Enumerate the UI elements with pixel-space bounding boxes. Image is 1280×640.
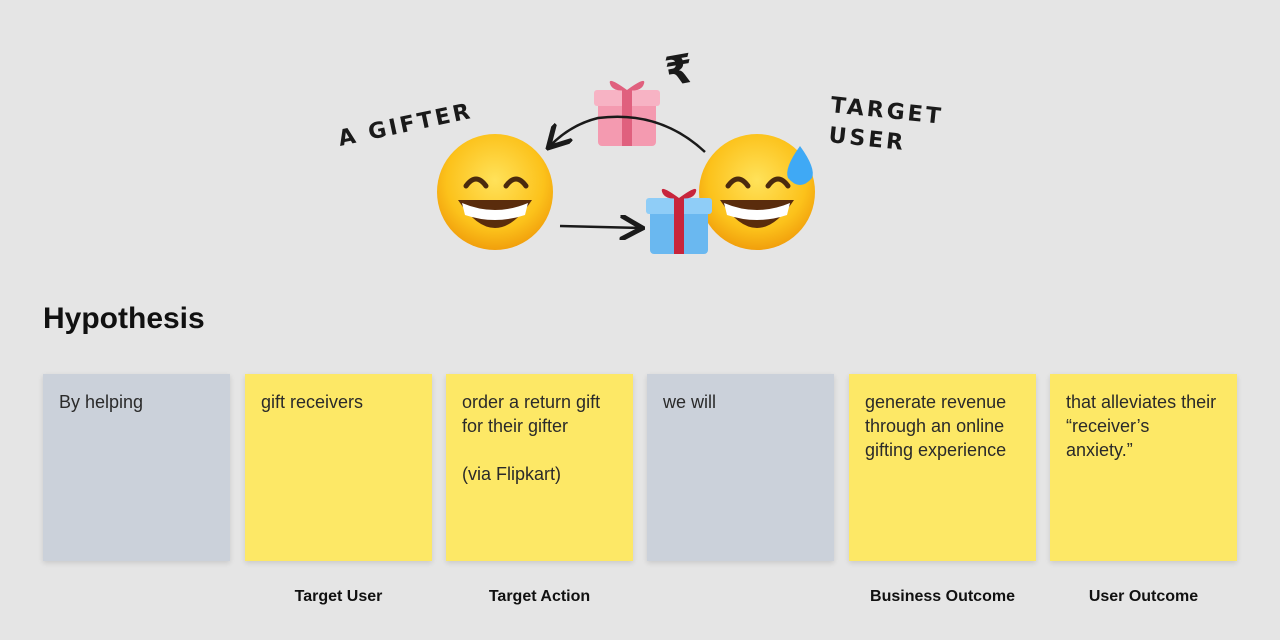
caption-user-outcome: User Outcome <box>1088 588 1199 605</box>
caption-business-outcome: Business Outcome <box>870 588 1015 605</box>
sticky-note-we-will: we will <box>647 374 834 561</box>
pink-gift-icon <box>594 80 660 146</box>
gift-arrow <box>559 226 640 228</box>
sticky-note-target-user: gift receivers <box>245 374 432 561</box>
caption-target-action: Target Action <box>488 588 591 605</box>
sticky-note-user-outcome: that alleviates their “receiver’s anxiet… <box>1050 374 1237 561</box>
target-user-emoji-icon <box>699 134 815 250</box>
sticky-note-business-outcome: generate revenue through an online gifti… <box>849 374 1036 561</box>
rupee-symbol: ₹ <box>662 45 700 96</box>
sticky-note-target-action: order a return gift for their gifter (vi… <box>446 374 633 561</box>
sweat-drop-icon <box>787 146 813 185</box>
blue-gift-icon <box>646 188 712 254</box>
gifter-label: A GIFTER <box>336 99 475 152</box>
page-title: Hypothesis <box>43 302 205 335</box>
caption-target-user: Target User <box>294 588 383 605</box>
gifter-emoji-icon <box>437 134 553 250</box>
return-gift-arrow <box>550 115 706 153</box>
gifting-illustration: A GIFTER TARGET USER ₹ <box>336 45 945 254</box>
target-user-label-line2: USER <box>827 123 907 156</box>
sticky-note-by-helping: By helping <box>43 374 230 561</box>
